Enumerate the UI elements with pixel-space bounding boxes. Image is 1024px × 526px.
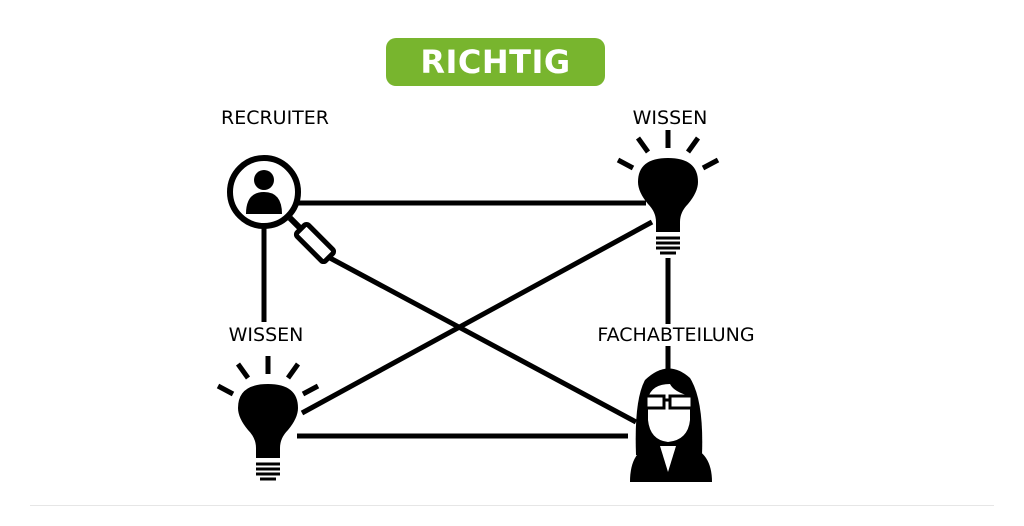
result-badge: RICHTIG [386,38,605,86]
magnifier-person-icon [227,155,337,265]
recruiter-label: RECRUITER [219,107,331,129]
wissen-top-label: WISSEN [630,107,710,129]
lightbulb-icon-left [216,356,320,481]
wissen-left-label: WISSEN [226,324,306,346]
edge-recruiter-fachabteilung [328,255,638,425]
edge-wissen-left-wissen-top [300,219,654,416]
lightbulb-icon-top [616,130,720,255]
fachabteilung-label: FACHABTEILUNG [595,324,757,346]
divider [30,505,994,506]
connections [261,200,671,439]
woman-glasses-icon [630,368,712,482]
